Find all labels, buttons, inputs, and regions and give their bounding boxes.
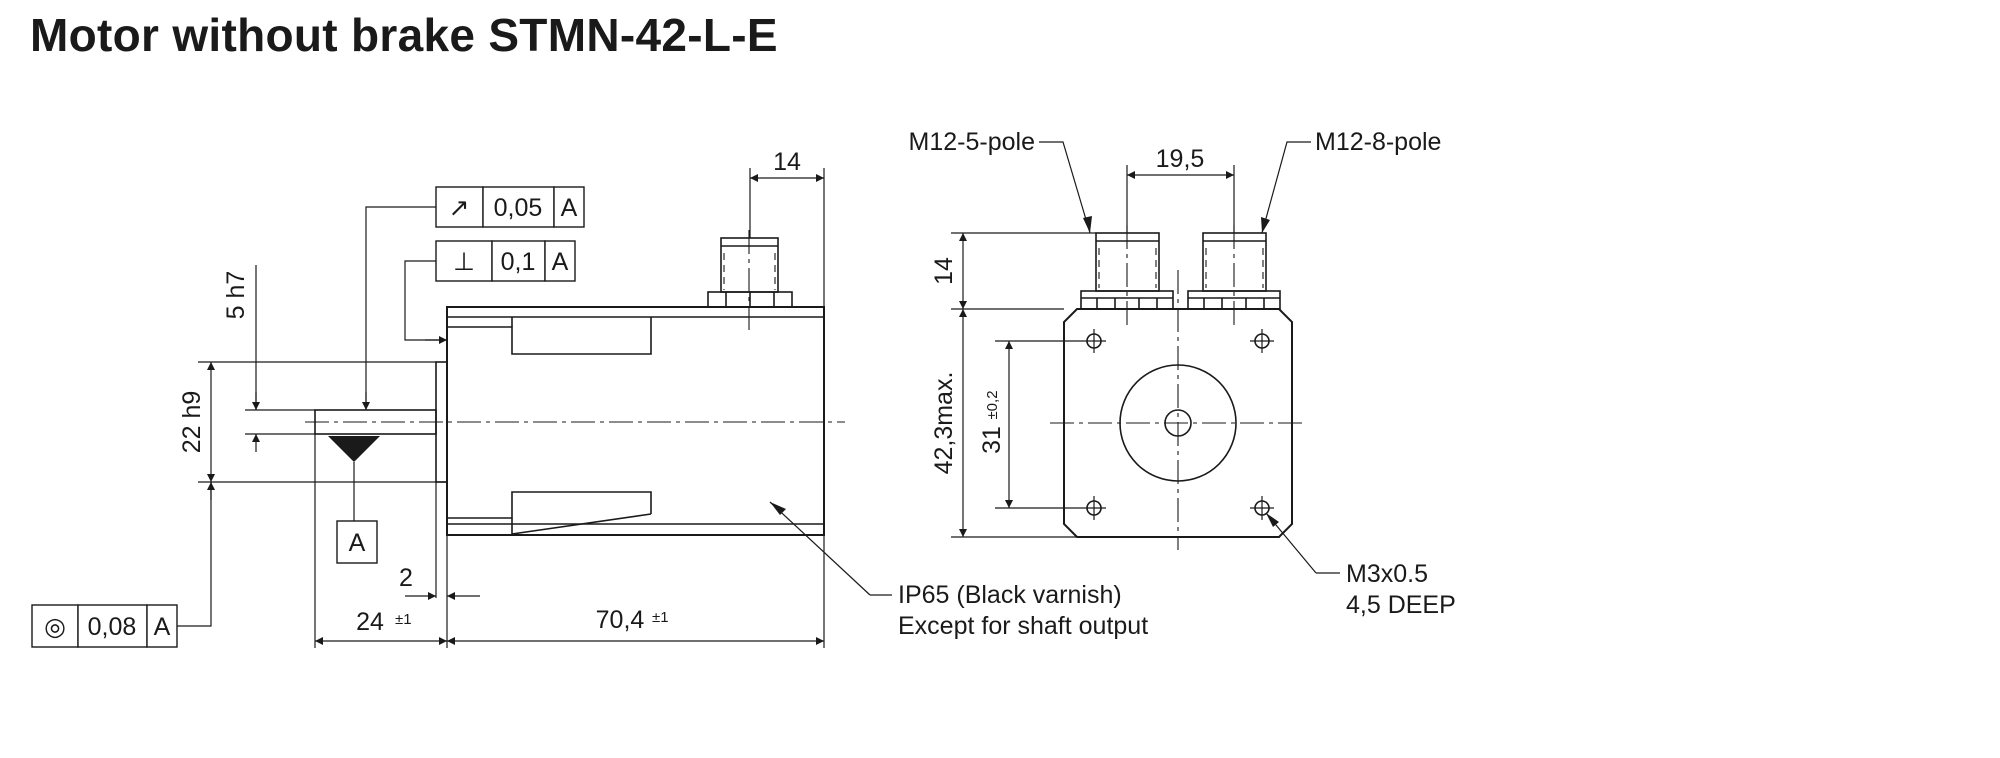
dim-hole-spacing: 31 xyxy=(978,426,1006,454)
motor-body xyxy=(446,306,825,536)
dim-flange-length: 14 xyxy=(773,148,801,176)
dim-connector-height: 14 xyxy=(930,257,958,285)
dim-shaft-diameter: 5 h7 xyxy=(222,271,250,320)
dim-connector-spacing: 19,5 xyxy=(1156,145,1205,173)
side-view: A 14 5 h7 22 h9 ↗ 0,05 A ⊥ 0,1 A xyxy=(31,148,1148,648)
dim-body-length-tol: ±1 xyxy=(652,609,669,626)
fcf-runout-value: 0,05 xyxy=(494,194,543,222)
fcf-perpendicularity-datum: A xyxy=(552,248,569,276)
thread-line-1: M3x0.5 xyxy=(1346,560,1428,588)
dim-shaft-length: 24 xyxy=(356,608,384,636)
runout-symbol: ↗ xyxy=(449,194,470,222)
dim-flange-thickness: 2 xyxy=(399,564,413,592)
dim-body-size: 42,3max. xyxy=(930,372,958,475)
thread-line-2: 4,5 DEEP xyxy=(1346,591,1456,619)
fcf-concentricity-datum: A xyxy=(154,613,171,641)
fcf-concentricity-value: 0,08 xyxy=(88,613,137,641)
front-body xyxy=(1063,308,1293,538)
mount-holes xyxy=(1082,329,1274,520)
note-line-1: IP65 (Black varnish) xyxy=(898,581,1122,609)
note-line-2: Except for shaft output xyxy=(898,612,1148,640)
perpendicularity-symbol: ⊥ xyxy=(453,248,475,276)
fcf-runout-datum: A xyxy=(561,194,578,222)
dim-shaft-length-tol: ±1 xyxy=(395,611,412,628)
front-view: M12-5-pole M12-8-pole 19,5 14 42,3max. 3… xyxy=(909,128,1456,619)
dim-body-length: 70,4 xyxy=(596,606,645,634)
concentricity-symbol: ◎ xyxy=(44,613,66,641)
page-title: Motor without brake STMN-42-L-E xyxy=(30,9,778,61)
connector-right-label: M12-8-pole xyxy=(1315,128,1441,156)
datum-a-label: A xyxy=(349,529,366,557)
fcf-perpendicularity-value: 0,1 xyxy=(501,248,536,276)
connector-left-label: M12-5-pole xyxy=(909,128,1035,156)
dim-hole-spacing-tol: ±0,2 xyxy=(984,390,1001,419)
dim-pilot-diameter: 22 h9 xyxy=(178,391,206,454)
